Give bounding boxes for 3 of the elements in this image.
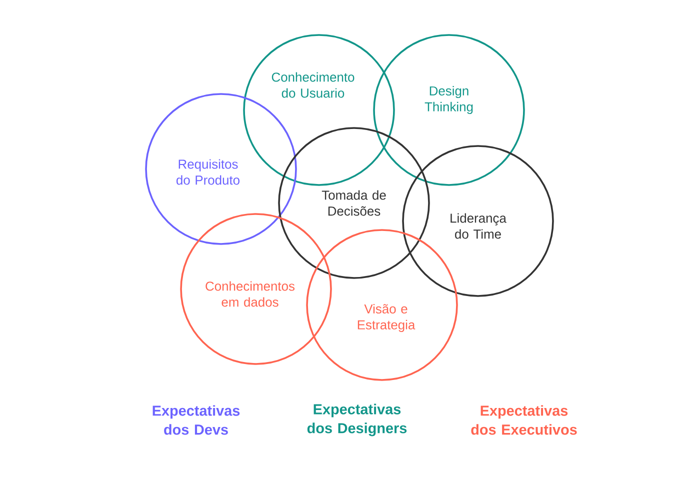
legend-label: Expectativas dos Devs: [152, 405, 240, 435]
legend-label: Expectativas dos Designers: [307, 404, 407, 436]
legend-label: Expectativas dos Executivos: [471, 405, 577, 435]
